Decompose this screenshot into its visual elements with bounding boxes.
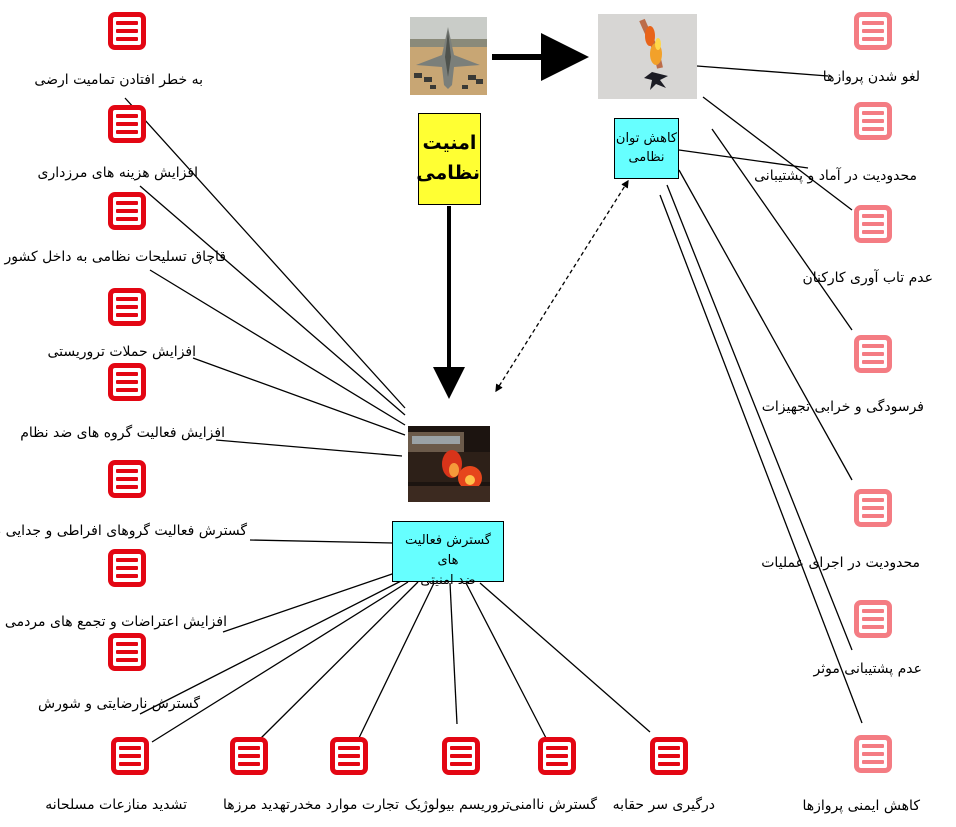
list-icon: [650, 737, 688, 775]
bottom-connector-line: [465, 582, 547, 739]
list-icon: [108, 460, 146, 498]
left-connector-line: [215, 439, 403, 457]
right-item-label: عدم پشتیبانی موثر: [813, 661, 922, 677]
dashed-two-way-arrow: [495, 179, 629, 393]
list-icon: [854, 335, 892, 373]
bottom-connector-line: [479, 582, 651, 733]
left-item-label: گسترش نارضایتی و شورش: [38, 696, 200, 712]
right-connector-line: [659, 194, 863, 724]
bottom-item-label: تجارت موارد مخدر: [290, 797, 399, 813]
list-icon: [108, 192, 146, 230]
list-icon: [854, 205, 892, 243]
left-item-label: افزایش حملات تروریستی: [47, 344, 196, 360]
left-item-label: به خطر افتادن تمامیت ارضی: [34, 72, 203, 88]
riot-fire-photo: [408, 426, 490, 502]
anti-security-activities-box: گسترش فعالیت های ضد امنیتی: [392, 521, 504, 588]
list-icon: [108, 288, 146, 326]
bottom-item-label: تهدید مرزها: [222, 797, 290, 813]
list-icon: [538, 737, 576, 775]
left-connector-line: [249, 539, 394, 544]
left-item-label: افزایش هزینه های مرزداری: [37, 165, 198, 181]
military-security-box: امنیت نظامی: [416, 113, 481, 205]
list-icon: [108, 633, 146, 671]
left-connector-line: [124, 97, 406, 409]
left-connector-line: [139, 578, 406, 715]
right-item-label: کاهش ایمنی پروازها: [802, 798, 920, 814]
right-connector-line: [711, 128, 853, 331]
military-power-reduction-box: کاهش توان نظامی: [614, 118, 679, 179]
right-connector-line: [666, 184, 853, 651]
right-item-label: لغو شدن پروازها: [822, 69, 920, 85]
list-icon: [854, 489, 892, 527]
bottom-connector-line: [357, 582, 435, 741]
bottom-item-label: تروریسم بیولوژیک: [404, 797, 510, 813]
right-item-label: عدم تاب آوری کارکنان: [802, 270, 933, 286]
list-icon: [854, 600, 892, 638]
right-item-label: محدودیت در اجرای عملیات: [761, 555, 920, 571]
left-connector-line: [192, 357, 406, 436]
left-item-label: گسترش فعالیت گروهای افراطی و جدایی طلب: [0, 523, 247, 539]
right-connector-line: [702, 96, 853, 211]
list-icon: [111, 737, 149, 775]
list-icon: [108, 105, 146, 143]
list-icon: [854, 735, 892, 773]
left-item-label: قاچاق تسلیحات نظامی به داخل کشور: [4, 249, 226, 265]
bottom-item-label: تشدید منازعات مسلحانه: [45, 797, 187, 813]
bottom-item-label: گسترش ناامنی: [508, 797, 597, 813]
list-icon: [330, 737, 368, 775]
list-icon: [108, 549, 146, 587]
burning-aircraft-photo: [598, 14, 697, 99]
list-icon: [108, 363, 146, 401]
right-connector-line: [696, 65, 829, 77]
list-icon: [108, 12, 146, 50]
left-item-label: افزایش فعالیت گروه های ضد نظام: [20, 425, 225, 441]
right-connector-line: [678, 169, 853, 481]
bottom-connector-line: [256, 581, 419, 743]
left-connector-line: [222, 572, 396, 633]
bottom-item-label: درگیری سر حقابه: [612, 797, 715, 813]
list-icon: [854, 102, 892, 140]
right-item-label: فرسودگی و خرابی تجهیزات: [761, 399, 924, 415]
bottom-connector-line: [449, 582, 458, 725]
list-icon: [442, 737, 480, 775]
right-connector-line: [678, 149, 809, 169]
left-connector-line: [149, 269, 406, 426]
left-connector-line: [139, 185, 406, 416]
left-item-label: افزایش اعتراضات و تجمع های مردمی: [4, 614, 227, 630]
fighter-jets-photo: [410, 17, 487, 95]
list-icon: [230, 737, 268, 775]
right-item-label: محدودیت در آماد و پشتیبانی: [754, 168, 917, 184]
bottom-connector-line: [151, 581, 409, 743]
list-icon: [854, 12, 892, 50]
